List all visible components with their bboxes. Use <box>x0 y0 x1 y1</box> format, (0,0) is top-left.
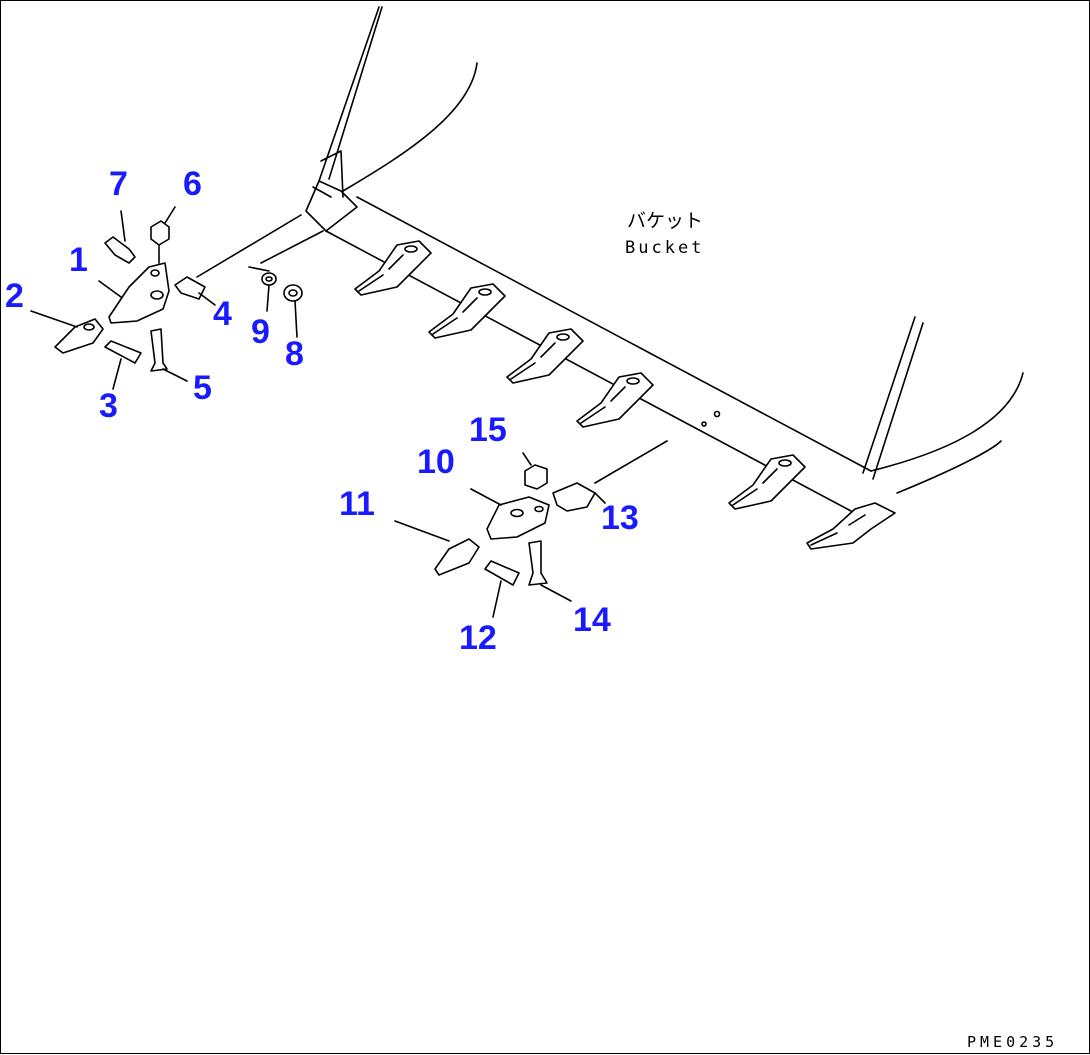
bucket-label-en: Bucket <box>625 238 704 258</box>
part-12-pin <box>484 560 520 586</box>
tooth-3 <box>506 328 584 384</box>
part-14-bolt <box>528 540 548 586</box>
callout-4: 4 <box>213 295 232 333</box>
callout-8: 8 <box>285 335 304 373</box>
part-3-pin <box>104 340 142 364</box>
callout-10: 10 <box>417 443 455 481</box>
right-exploded-parts <box>394 440 668 618</box>
left-exploded-parts <box>30 206 303 390</box>
part-5-bolt <box>150 328 168 372</box>
part-11-tooth <box>434 538 480 576</box>
bucket-outline <box>196 6 1024 512</box>
part-10-adapter <box>486 496 550 540</box>
tooth-2 <box>428 283 506 339</box>
part-8-nut <box>283 284 303 338</box>
callout-labels: 1 2 3 4 5 6 7 8 9 10 11 12 13 14 15 <box>5 165 639 657</box>
part-4-lock <box>174 276 206 300</box>
part-15-nut <box>524 464 548 490</box>
part-7-bolt <box>104 236 136 264</box>
tooth-4 <box>576 372 654 428</box>
tooth-5 <box>728 454 806 510</box>
tooth-1 <box>354 240 432 296</box>
part-2-tooth <box>54 318 104 354</box>
bucket-label-jp: バケット <box>627 210 703 232</box>
bucket-teeth-row <box>354 240 896 550</box>
callout-3: 3 <box>99 387 118 425</box>
callout-6: 6 <box>183 165 202 203</box>
callout-12: 12 <box>459 619 497 657</box>
callout-14: 14 <box>573 601 611 639</box>
callout-7: 7 <box>109 165 128 203</box>
part-13-lock <box>552 482 596 512</box>
part-6-nut <box>150 220 170 246</box>
callout-2: 2 <box>5 277 24 315</box>
callout-1: 1 <box>69 241 88 279</box>
part-9-washer <box>248 266 277 312</box>
tooth-6-side <box>806 502 896 550</box>
callout-15: 15 <box>469 411 507 449</box>
callout-5: 5 <box>193 369 212 407</box>
part-1-adapter <box>108 262 170 324</box>
callout-13: 13 <box>601 499 639 537</box>
callout-11: 11 <box>339 485 375 523</box>
drawing-code: PME0235 <box>967 1033 1058 1051</box>
callout-9: 9 <box>251 313 270 351</box>
